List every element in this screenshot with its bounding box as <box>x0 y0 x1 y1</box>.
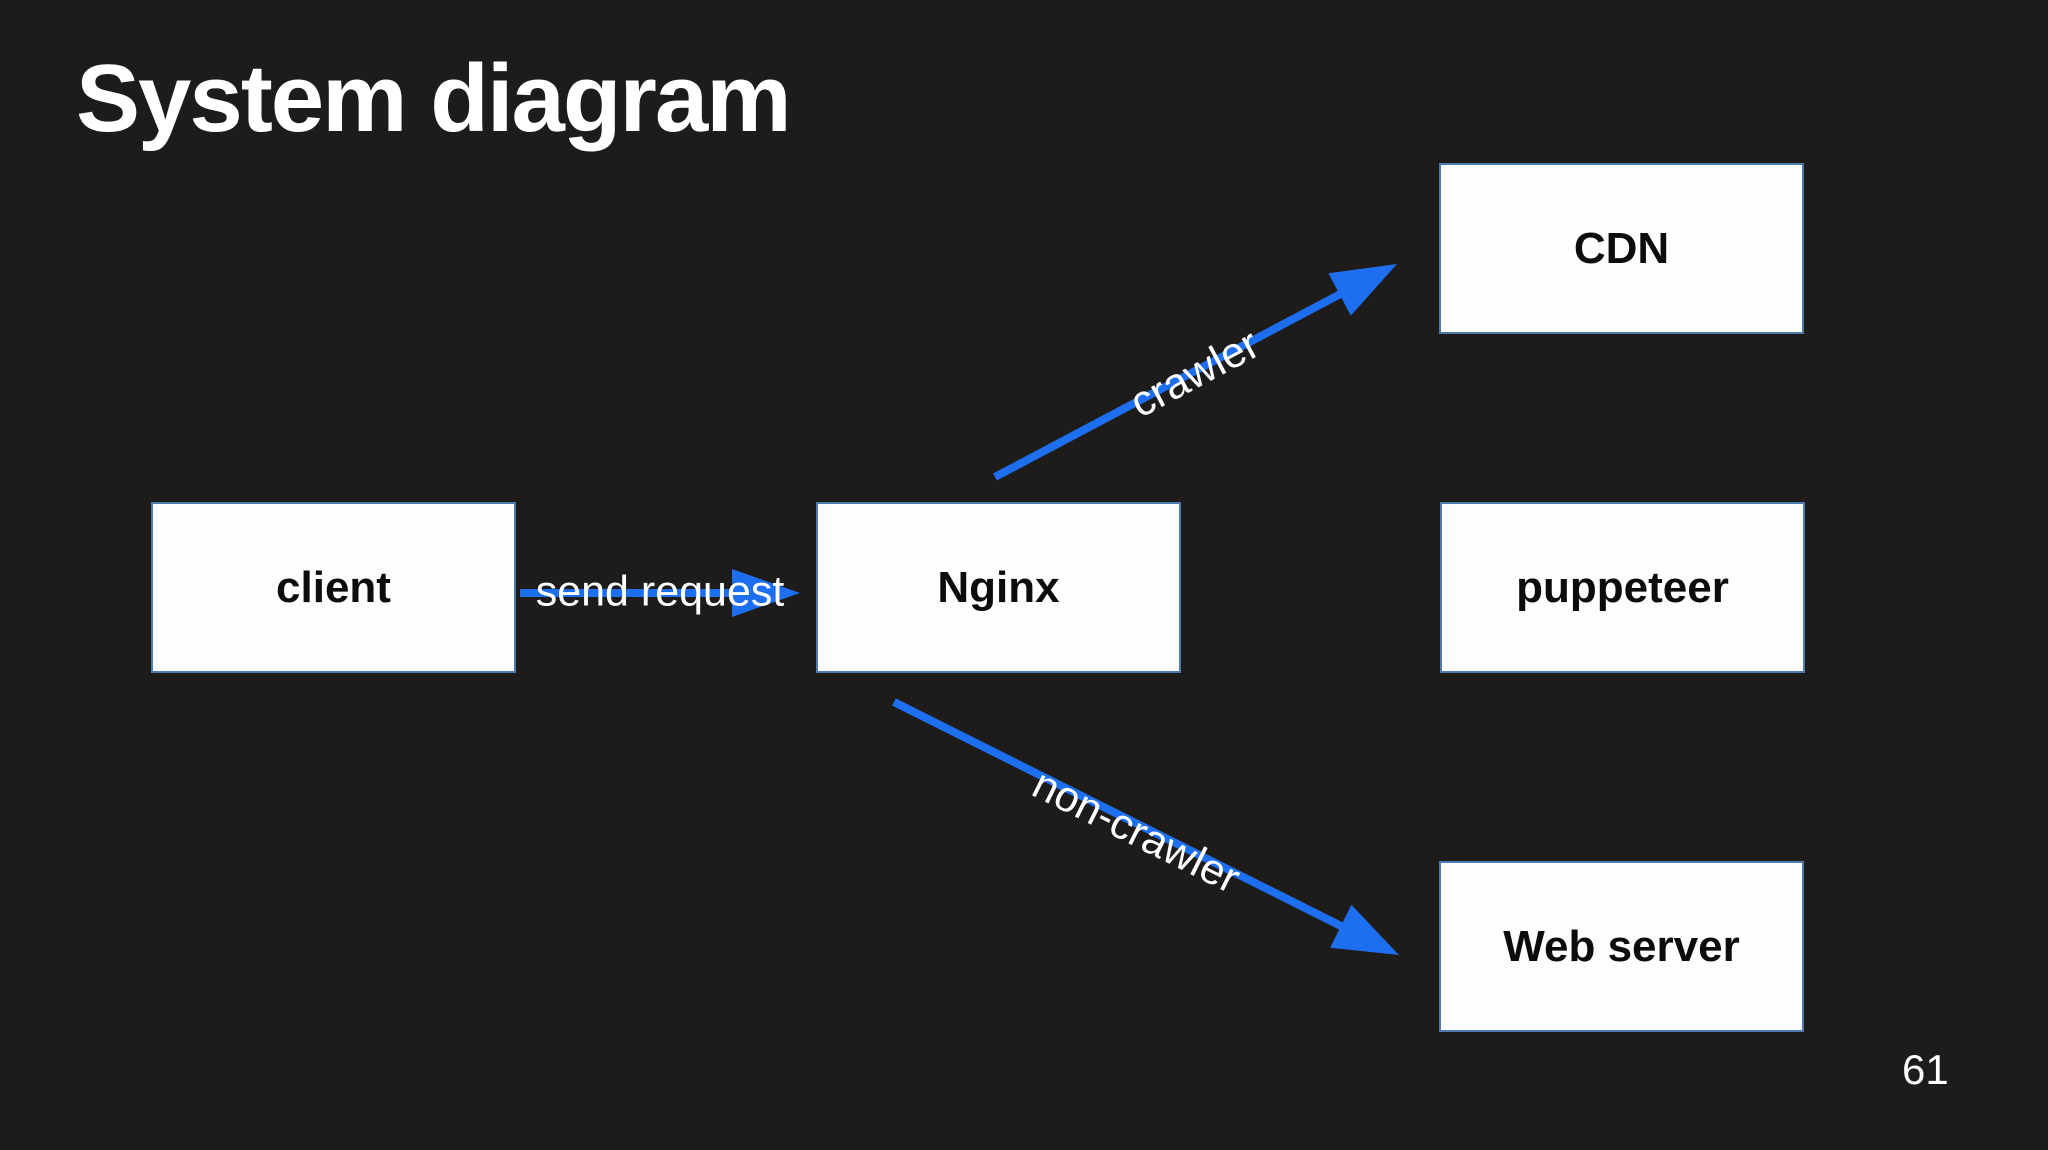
node-client-label: client <box>276 562 391 612</box>
arrow-crawler <box>993 264 1397 481</box>
node-nginx-label: Nginx <box>937 562 1060 612</box>
arrow-non-crawler <box>892 698 1399 955</box>
node-client: client <box>151 502 516 673</box>
node-web-server-label: Web server <box>1503 921 1740 971</box>
node-cdn-label: CDN <box>1573 223 1670 273</box>
node-puppeteer: puppeteer <box>1440 502 1805 673</box>
node-puppeteer-label: puppeteer <box>1516 562 1729 612</box>
node-web-server: Web server <box>1439 861 1804 1032</box>
page-number: 61 <box>1902 1046 1949 1093</box>
node-cdn: CDN <box>1439 163 1804 334</box>
edge-label-send-request: send request <box>535 567 785 616</box>
node-nginx: Nginx <box>816 502 1181 673</box>
slide-title: System diagram <box>76 45 792 152</box>
arrow-send-request <box>520 569 800 617</box>
